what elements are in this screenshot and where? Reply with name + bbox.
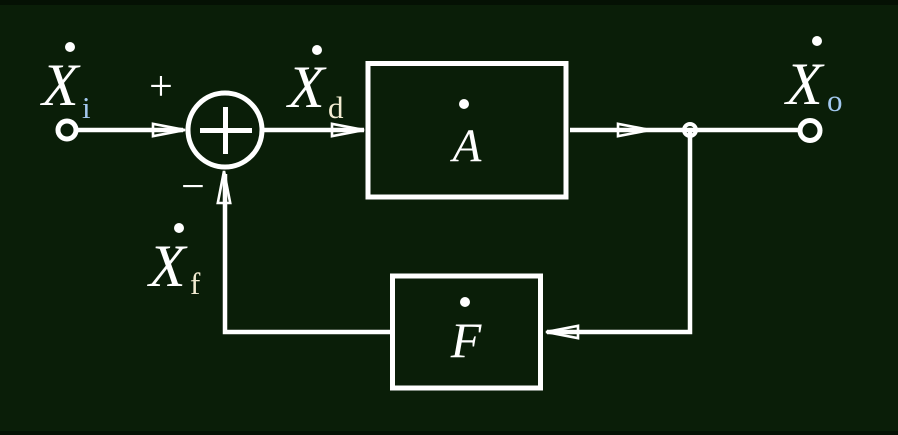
arrowhead-into-block-f-icon [545,324,580,340]
block-f-phasor-dot [460,297,470,307]
pickoff-node-icon [682,122,698,138]
block-a-phasor-dot [459,99,469,109]
plus-sign: + [149,64,173,110]
summing-junction-circle [185,90,265,170]
block-f-box [390,273,543,391]
wire-pickoff-to-block-f [547,132,693,335]
bottom-edge-band [0,431,898,435]
output-symbol: X [784,51,825,117]
block-a-label: A [450,120,482,172]
label-feedback-signal: X f [147,223,201,301]
input-phasor-dot [65,42,75,52]
arrowhead-into-summer-icon [151,122,186,138]
block-f-label: F [450,312,482,368]
feedback-phasor-dot [174,223,184,233]
input-terminal-icon [55,118,79,142]
feedback-subscript: f [190,266,201,301]
error-symbol: X [286,54,327,120]
input-symbol: X [40,52,81,118]
error-phasor-dot [312,45,322,55]
feedback-symbol: X [147,233,188,299]
label-error-signal: X d [286,45,344,125]
label-input-signal: X i [40,42,91,125]
wire-block-f-to-summer [222,174,391,335]
output-phasor-dot [812,36,822,46]
label-output-signal: X o [784,36,843,118]
minus-sign: − [181,164,205,210]
top-edge-band [0,0,898,5]
arrowhead-up-into-summer-icon [216,170,232,205]
summing-junction-icon [185,90,265,170]
output-subscript: o [827,83,843,118]
block-a-box [365,61,569,200]
arrowhead-toward-output-icon [616,122,651,138]
arrowhead-into-block-a-icon [330,122,365,138]
output-terminal-icon [797,118,823,143]
error-subscript: d [328,90,344,125]
input-subscript: i [82,90,91,125]
